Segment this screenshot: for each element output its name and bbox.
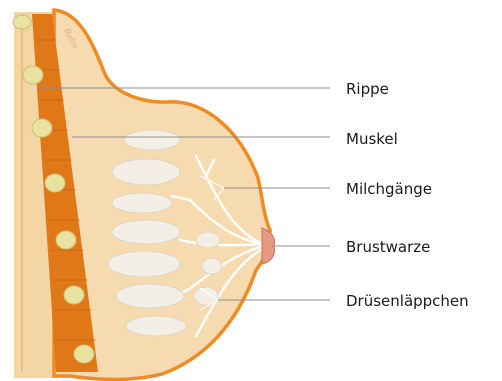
- rib-5: [56, 231, 76, 249]
- lobule: [116, 284, 184, 308]
- lobule: [124, 130, 180, 150]
- label-milchgaenge: Milchgänge: [346, 180, 432, 198]
- label-brustwarze: Brustwarze: [346, 238, 430, 256]
- label-druesenlaeppchen: Drüsenläppchen: [346, 292, 469, 310]
- lobule: [126, 316, 186, 336]
- lobule: [202, 258, 222, 274]
- lobule: [108, 251, 180, 277]
- rib-6: [64, 286, 84, 304]
- label-rippe: Rippe: [346, 80, 389, 98]
- lobule: [112, 220, 180, 244]
- lobule: [112, 159, 180, 185]
- lobule: [112, 193, 172, 213]
- rib-4: [45, 174, 65, 192]
- rib-7: [74, 345, 94, 363]
- rib-2: [23, 66, 43, 84]
- label-muskel: Muskel: [346, 130, 398, 148]
- rib-1: [13, 15, 31, 29]
- lobule: [196, 232, 220, 248]
- rib-3: [32, 119, 52, 137]
